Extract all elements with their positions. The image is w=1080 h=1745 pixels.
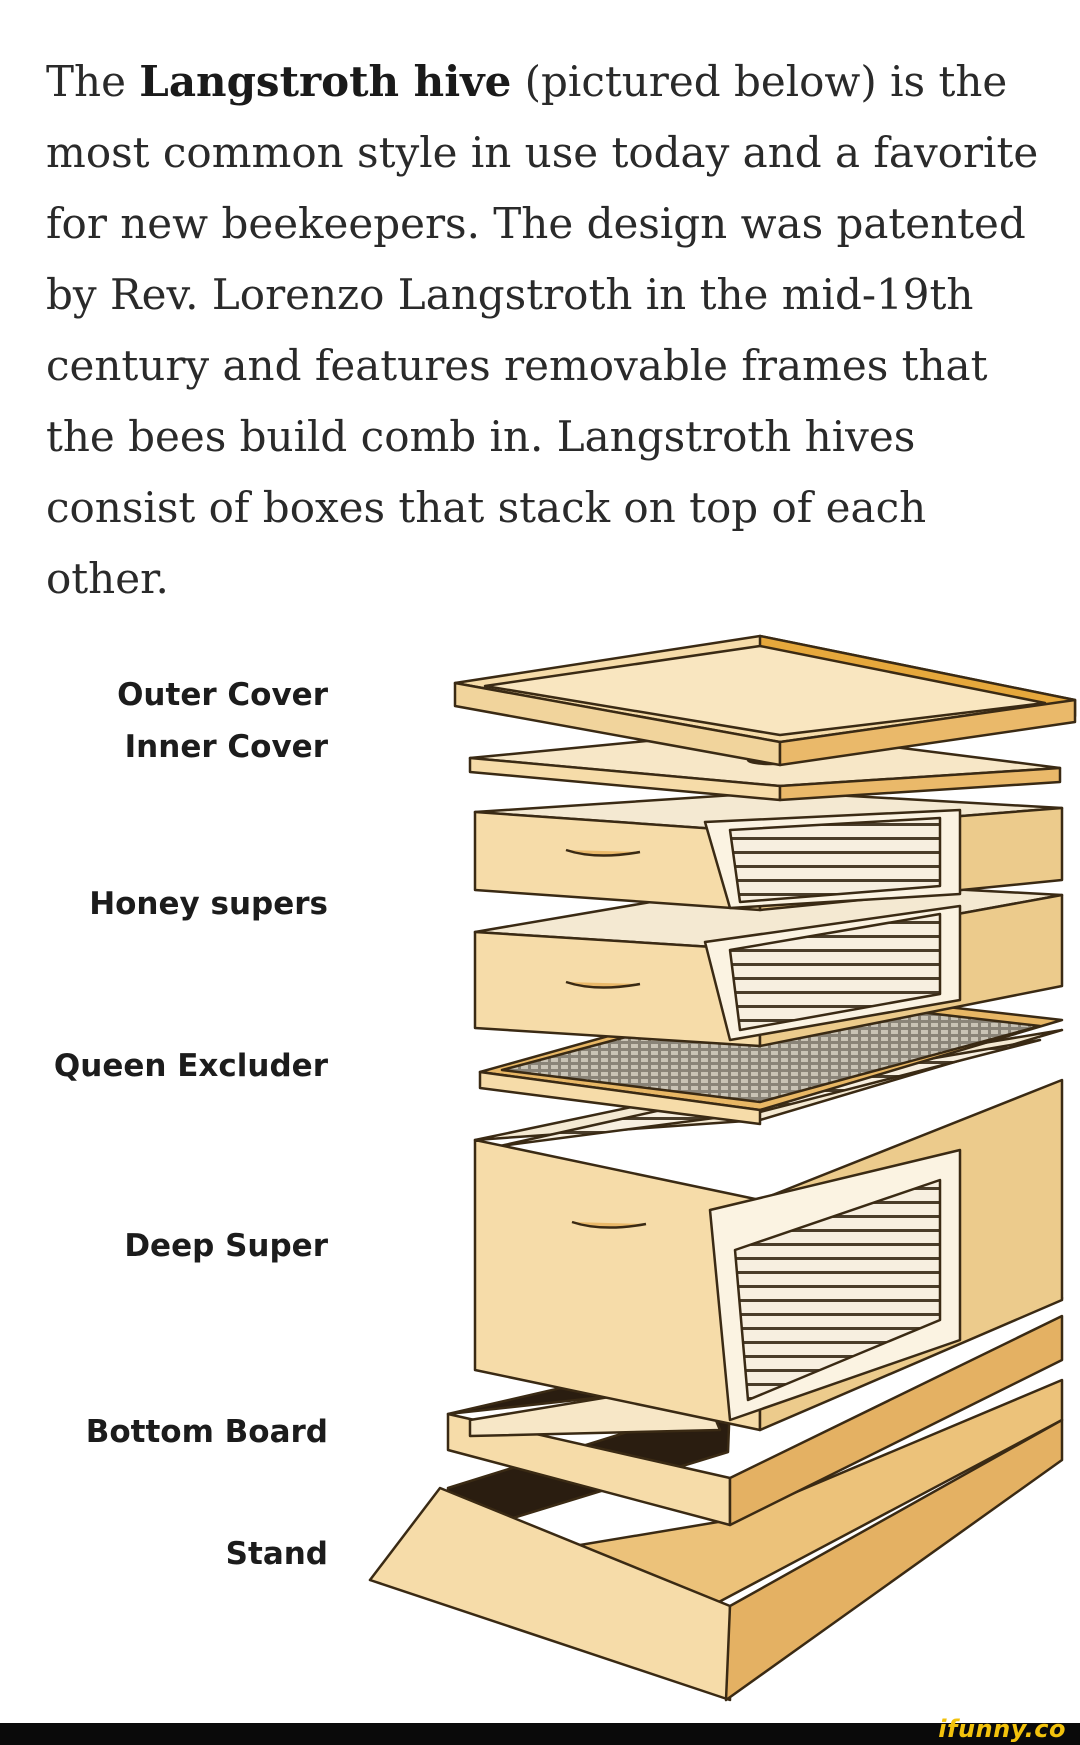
stand [368,1378,1064,1702]
label-honey-supers: Honey supers [89,886,328,922]
queen-excluder [478,986,1064,1126]
label-deep-super: Deep Super [124,1228,328,1264]
intro-paragraph: The Langstroth hive (pictured below) is … [46,46,1056,614]
footer-bar: ifunny.co [0,1715,1080,1745]
label-inner-cover: Inner Cover [124,729,328,765]
intro-lead: The [46,57,140,106]
ifunny-watermark: ifunny.co [938,1715,1066,1743]
label-queen-excluder: Queen Excluder [53,1048,328,1084]
label-bottom-board: Bottom Board [85,1414,328,1450]
label-stand: Stand [225,1536,328,1572]
intro-rest: (pictured below) is the most common styl… [46,57,1039,603]
hive-diagram [368,634,1077,1702]
honey-super-upper [473,790,1064,912]
outer-cover [453,634,1077,767]
label-outer-cover: Outer Cover [117,677,328,713]
intro-bold-term: Langstroth hive [139,57,512,106]
